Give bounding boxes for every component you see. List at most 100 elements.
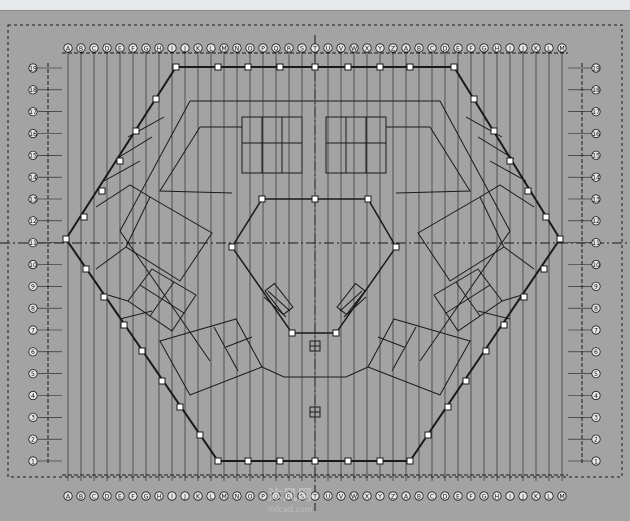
grid-bubble-icon bbox=[531, 491, 541, 501]
axis-label: B bbox=[79, 45, 83, 52]
axis-bubble-top: W bbox=[349, 43, 359, 53]
grid-bubble-icon bbox=[375, 43, 385, 53]
axis-bubble-top: H bbox=[492, 43, 502, 53]
grid-bubble-icon bbox=[591, 216, 601, 226]
axis-label: N bbox=[235, 493, 240, 500]
axis-bubble-bottom: C bbox=[89, 491, 99, 501]
structural-column bbox=[98, 187, 106, 195]
axis-label: B bbox=[79, 493, 83, 500]
axis-label: C bbox=[92, 45, 96, 52]
axis-label: 3 bbox=[594, 415, 598, 422]
grid-bubble-icon bbox=[310, 43, 320, 53]
axis-bubble-top: X bbox=[362, 43, 372, 53]
grid-bubble-icon bbox=[28, 63, 38, 73]
axis-bubble-bottom: D bbox=[440, 491, 450, 501]
structural-column bbox=[462, 377, 470, 385]
structural-column bbox=[542, 213, 550, 221]
axis-label: 9 bbox=[594, 284, 598, 291]
grid-bubble-icon bbox=[28, 281, 38, 291]
axis-label: A bbox=[404, 493, 409, 500]
axis-label: 5 bbox=[31, 371, 35, 378]
grid-bubble-icon bbox=[28, 412, 38, 422]
grid-bubble-icon bbox=[557, 43, 567, 53]
structural-column bbox=[376, 457, 384, 465]
grid-bubble-icon bbox=[362, 43, 372, 53]
structural-column bbox=[288, 329, 296, 337]
axis-bubble-bottom: A bbox=[63, 491, 73, 501]
grid-bubble-icon bbox=[219, 43, 229, 53]
axis-label: 13 bbox=[29, 196, 37, 203]
axis-label: 11 bbox=[592, 240, 600, 247]
structural-column bbox=[392, 243, 400, 251]
structural-column bbox=[244, 63, 252, 71]
axis-bubble-right: 3 bbox=[591, 412, 601, 422]
axis-label: A bbox=[66, 45, 71, 52]
axis-label: K bbox=[534, 45, 539, 52]
axis-label: 2 bbox=[31, 437, 35, 444]
axis-label: P bbox=[261, 45, 265, 52]
axis-label: 12 bbox=[592, 218, 600, 225]
axis-label: C bbox=[92, 493, 96, 500]
grid-bubble-icon bbox=[28, 107, 38, 117]
axis-label: 3 bbox=[31, 415, 35, 422]
grid-bubble-icon bbox=[440, 43, 450, 53]
axis-bubble-right: 11 bbox=[591, 238, 601, 248]
axis-label: 4 bbox=[594, 393, 598, 400]
axis-bubble-bottom: B bbox=[76, 491, 86, 501]
grid-bubble-icon bbox=[128, 491, 138, 501]
axis-label: 15 bbox=[29, 153, 37, 160]
grid-bubble-icon bbox=[414, 491, 424, 501]
axis-bubble-bottom: K bbox=[193, 491, 203, 501]
axis-label: D bbox=[105, 493, 110, 500]
axis-bubble-left: 3 bbox=[28, 412, 38, 422]
axis-bubble-bottom: V bbox=[336, 491, 346, 501]
structural-column bbox=[82, 265, 90, 273]
axis-label: L bbox=[209, 493, 213, 500]
grid-bubble-icon bbox=[479, 43, 489, 53]
grid-bubble-icon bbox=[531, 43, 541, 53]
axis-bubble-left: 12 bbox=[28, 216, 38, 226]
grid-bubble-icon bbox=[591, 172, 601, 182]
axis-bubble-right: 19 bbox=[591, 63, 601, 73]
structural-column bbox=[450, 63, 458, 71]
axis-bubble-bottom: C bbox=[427, 491, 437, 501]
axis-bubble-left: 14 bbox=[28, 172, 38, 182]
grid-bubble-icon bbox=[28, 434, 38, 444]
axis-label: O bbox=[248, 45, 253, 52]
axis-label: 17 bbox=[29, 109, 37, 116]
axis-bubble-top: I bbox=[505, 43, 515, 53]
grid-bubble-icon bbox=[323, 43, 333, 53]
axis-label: W bbox=[351, 45, 357, 52]
axis-bubble-bottom: Q bbox=[271, 491, 281, 501]
structural-column bbox=[176, 403, 184, 411]
axis-label: 19 bbox=[592, 65, 600, 72]
grid-bubble-icon bbox=[28, 238, 38, 248]
axis-bubble-top: O bbox=[245, 43, 255, 53]
grid-bubble-icon bbox=[28, 128, 38, 139]
axis-bubble-top: Q bbox=[271, 43, 281, 53]
axis-bubble-left: 2 bbox=[28, 434, 38, 444]
grid-bubble-icon bbox=[591, 281, 601, 291]
grid-bubble-icon bbox=[63, 491, 73, 501]
axis-bubble-top: F bbox=[466, 43, 476, 53]
structural-column bbox=[158, 377, 166, 385]
axis-label: J bbox=[521, 45, 524, 52]
axis-label: B bbox=[417, 493, 421, 500]
axis-label: I bbox=[171, 493, 173, 500]
axis-label: Z bbox=[391, 493, 395, 500]
axis-bubble-bottom: M bbox=[219, 491, 229, 501]
axis-bubble-bottom: N bbox=[232, 491, 242, 501]
structural-column bbox=[344, 457, 352, 465]
axis-bubble-bottom: Z bbox=[388, 491, 398, 501]
grid-bubble-icon bbox=[336, 491, 346, 501]
axis-label: W bbox=[351, 493, 357, 500]
grid-bubble-icon bbox=[180, 43, 190, 53]
axis-bubble-right: 12 bbox=[591, 216, 601, 226]
axis-label: 16 bbox=[29, 131, 37, 138]
axis-bubble-top: P bbox=[258, 43, 268, 53]
grid-bubble-icon bbox=[492, 43, 502, 53]
axis-bubble-bottom: F bbox=[466, 491, 476, 501]
grid-bubble-icon bbox=[591, 434, 601, 444]
axis-label: 8 bbox=[31, 306, 35, 313]
